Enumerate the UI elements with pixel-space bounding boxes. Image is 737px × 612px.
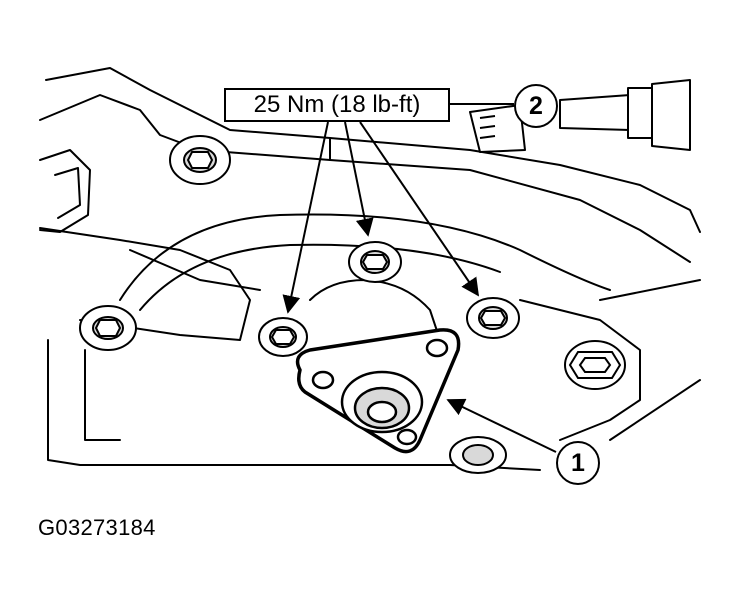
housing-inner-arc bbox=[119, 213, 611, 301]
triangular-cover-plate bbox=[295, 328, 461, 454]
cover-plate-hole-bottom bbox=[396, 428, 418, 446]
callout-1-leader bbox=[446, 398, 557, 453]
housing-right-edge bbox=[599, 279, 701, 301]
housing-left-arm-inner bbox=[54, 167, 81, 219]
housing-bolts bbox=[79, 135, 626, 474]
torque-bolt-center bbox=[348, 241, 402, 283]
fuel-line-tube bbox=[559, 94, 631, 131]
fitting-hex bbox=[651, 79, 691, 151]
housing-step bbox=[39, 227, 251, 341]
callout-1: 1 bbox=[556, 441, 600, 485]
torque-spec-label: 25 Nm (18 lb-ft) bbox=[224, 88, 450, 122]
housing-body bbox=[39, 67, 701, 471]
cover-plate-hole-top bbox=[425, 338, 449, 358]
torque-bolt-left bbox=[258, 317, 308, 357]
bolt-left bbox=[79, 305, 137, 351]
figure-id: G03273184 bbox=[38, 515, 156, 540]
torque-bolt-right bbox=[466, 297, 520, 339]
fitting-nut bbox=[627, 87, 653, 139]
fuel-line-fitting bbox=[469, 79, 691, 153]
housing-right-lower bbox=[609, 379, 701, 441]
housing-right-face bbox=[519, 299, 641, 441]
housing-center-line bbox=[129, 249, 261, 291]
leader-lines bbox=[282, 103, 557, 453]
housing-lower-edge bbox=[84, 349, 121, 441]
housing-inner-arc-2 bbox=[139, 243, 501, 311]
housing-upper-ridge bbox=[39, 94, 691, 263]
torque-bolts bbox=[258, 241, 520, 357]
cover-plate-boss-inner bbox=[366, 400, 398, 424]
housing-outline bbox=[45, 67, 701, 233]
torque-arrow-center bbox=[344, 121, 374, 237]
bolt-top-left bbox=[169, 135, 231, 185]
cover-plate-hole-left bbox=[311, 370, 335, 390]
torque-arrow-right bbox=[359, 121, 480, 297]
connector-threads bbox=[479, 115, 496, 139]
callout-2: 2 bbox=[514, 84, 558, 128]
bolt-bottom bbox=[449, 436, 507, 474]
housing-left-arm bbox=[39, 149, 91, 233]
housing-mount-lip bbox=[309, 279, 441, 341]
bolt-right bbox=[564, 340, 626, 390]
torque-arrow-left bbox=[282, 121, 329, 314]
